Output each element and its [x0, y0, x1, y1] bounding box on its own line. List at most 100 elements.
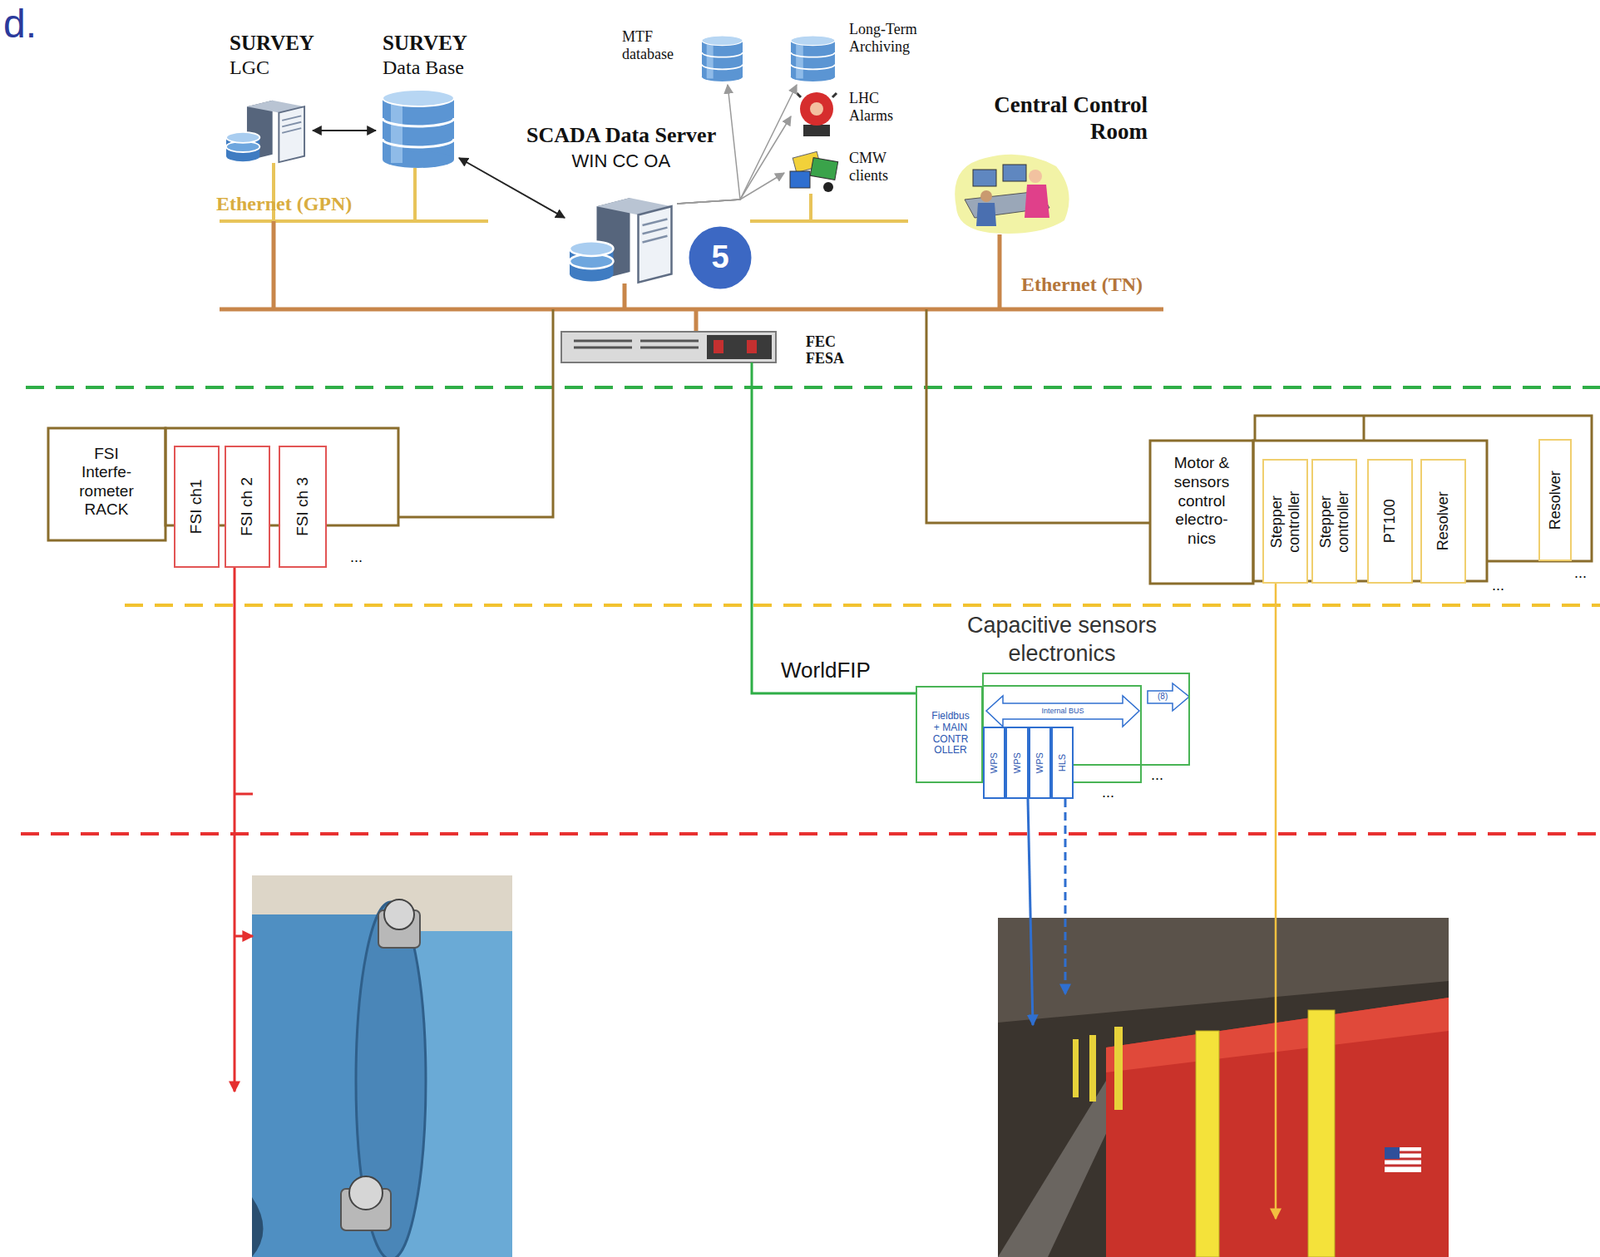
alarm-node: LHC Alarms: [794, 89, 840, 139]
fsi-port: [384, 899, 415, 930]
room-screen: [1002, 164, 1027, 182]
node-text: WIN CC OA: [572, 150, 672, 173]
sensor-card: Resolver: [1538, 439, 1572, 562]
node-text: HLS: [1056, 732, 1068, 794]
node-text: FSI ch 3: [293, 451, 313, 563]
bus-label: (8): [1157, 691, 1168, 702]
photo-shadow: [251, 1197, 264, 1257]
alarm-bell: [800, 92, 834, 126]
operator: [1024, 184, 1050, 218]
connector: [676, 172, 785, 204]
sensor-card: PT100: [1367, 459, 1413, 584]
flag-canton: [1384, 1147, 1400, 1160]
operator: [1028, 169, 1042, 183]
fec-rack-unit: [561, 331, 776, 363]
connector: [312, 129, 376, 132]
rack-led: [713, 340, 724, 354]
sensor-card: WPS: [1028, 726, 1052, 800]
room-screen: [972, 169, 997, 187]
network-label: Ethernet (GPN): [216, 192, 352, 217]
node-text: PT100: [1381, 464, 1400, 578]
alarm-icon: [796, 92, 837, 137]
sensor-card: WPS: [982, 726, 1006, 800]
client-device: [809, 158, 838, 181]
rack-front: [561, 331, 776, 363]
zone-boundary: [124, 603, 1600, 608]
internal-bus-arrow: [986, 696, 1140, 727]
scada-server-node: SCADA Data ServerWIN CC OA: [569, 193, 674, 284]
motor-crate: Motor & sensors control electro- nicsSte…: [1150, 440, 1487, 584]
archive-node: Long-Term Archiving: [790, 35, 835, 82]
hls-cable: [1064, 799, 1067, 995]
database-node: SURVEYData Base: [382, 89, 455, 168]
motor-cable: [1274, 583, 1278, 1220]
node-border: [1150, 440, 1254, 584]
alarm-base: [803, 124, 830, 137]
control-room-illustration: [954, 154, 1069, 234]
rack-led: [746, 340, 757, 354]
node-text: MTF database: [622, 28, 696, 63]
node-text: FSI ch1: [187, 451, 207, 563]
bus-name: WorldFIP: [780, 657, 871, 684]
client-device: [790, 171, 810, 188]
node-text: Stepper controller: [1317, 464, 1352, 578]
cryostat-photo: [251, 875, 513, 1257]
ethernet-tn-bus: [219, 221, 1164, 332]
fsi-channel: FSI ch 2: [224, 445, 271, 568]
node-text: Stepper controller: [1268, 464, 1303, 578]
callout-number: 5: [711, 238, 730, 277]
server-icon: [226, 100, 305, 163]
client-device: [823, 182, 834, 193]
zone-boundary: [20, 832, 1600, 836]
node-text: FEC FESA: [805, 334, 860, 368]
clients-icon: [790, 151, 839, 193]
node-text: LHC Alarms: [849, 89, 908, 124]
sensor-card: HLS: [1051, 726, 1074, 800]
database-icon: [790, 35, 835, 82]
database-icon: [382, 89, 455, 168]
controller-card: Stepper controller: [1311, 459, 1358, 584]
node-text: CMW clients: [849, 149, 908, 184]
fsi-channel: FSI ch 3: [278, 445, 327, 568]
database-node: MTF database: [701, 35, 743, 82]
node-text: Capacitive sensors electronics: [947, 612, 1177, 669]
fsi-channel: FSI ch1: [173, 445, 220, 568]
rack-panel: [706, 335, 772, 360]
ethernet-drop: [398, 309, 1151, 524]
rack-slots: [573, 340, 699, 348]
ellipsis: ...: [1101, 784, 1115, 803]
fsi-fibre: [233, 567, 237, 1092]
node-text: WPS: [988, 732, 1000, 794]
node-text: Resolver: [1434, 464, 1453, 578]
server-icon: [569, 197, 672, 283]
sensor-card: WPS: [1005, 726, 1029, 800]
page-fragment: d.: [3, 0, 37, 49]
fec-node: FEC FESA: [561, 331, 776, 363]
node-text: FSI Interfe- rometer RACK: [69, 444, 144, 520]
node-text: LGC: [229, 55, 270, 80]
node-text: WPS: [1034, 732, 1046, 794]
wps-post: [1195, 1031, 1220, 1257]
fsi-rack: FSI Interfe- rometer RACKFSI ch1FSI ch 2…: [48, 428, 399, 541]
connector: [459, 158, 565, 218]
client-node: CMW clients: [787, 148, 842, 194]
alarm-light: [809, 102, 824, 116]
node-border: [48, 428, 166, 541]
server-node: SURVEYLGC: [226, 97, 307, 163]
tunnel-photo: [997, 918, 1449, 1257]
node-text: Central Control Room: [968, 91, 1148, 146]
node-text: SURVEY: [382, 30, 468, 56]
fsi-port: [349, 1176, 383, 1210]
photo-ground: [997, 918, 1449, 1257]
ellipsis: ...: [1574, 564, 1587, 583]
sensor-card: Resolver: [1420, 459, 1467, 584]
alarm-rays: [796, 93, 837, 98]
ellipsis: ...: [350, 548, 363, 568]
controller-card: Stepper controller: [1262, 459, 1309, 584]
zone-boundary: [25, 385, 1600, 390]
fsi-fibre-tap: [234, 794, 253, 937]
connectors: [312, 84, 916, 694]
wps-cable: [1027, 799, 1033, 1026]
